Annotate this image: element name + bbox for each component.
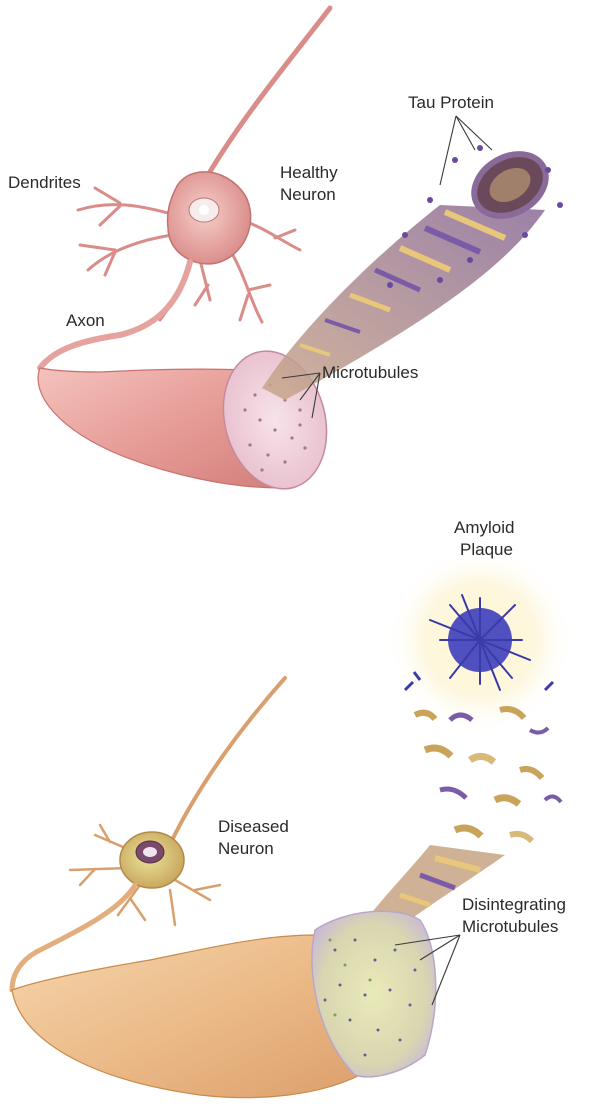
label-diseased-neuron-line1: Diseased xyxy=(218,817,289,836)
label-healthy-neuron-line2: Neuron xyxy=(280,185,336,204)
diseased-neuron-illustration xyxy=(12,545,575,1098)
label-axon: Axon xyxy=(66,311,105,330)
label-amyloid-plaque-line1: Amyloid xyxy=(454,518,514,537)
label-dendrites: Dendrites xyxy=(8,173,81,192)
diseased-axon-body xyxy=(12,935,360,1098)
label-diseased-neuron-line2: Neuron xyxy=(218,839,274,858)
healthy-apical-dendrite xyxy=(205,8,330,180)
label-healthy-neuron-line1: Healthy xyxy=(280,163,338,182)
healthy-axon-narrow xyxy=(40,262,190,368)
label-disintegrating-line1: Disintegrating xyxy=(462,895,566,914)
label-microtubules: Microtubules xyxy=(322,363,418,382)
label-tau-protein: Tau Protein xyxy=(408,93,494,112)
label-disintegrating-line2: Microtubules xyxy=(462,917,558,936)
healthy-neuron-illustration xyxy=(38,8,563,501)
label-amyloid-plaque-line2: Plaque xyxy=(460,540,513,559)
